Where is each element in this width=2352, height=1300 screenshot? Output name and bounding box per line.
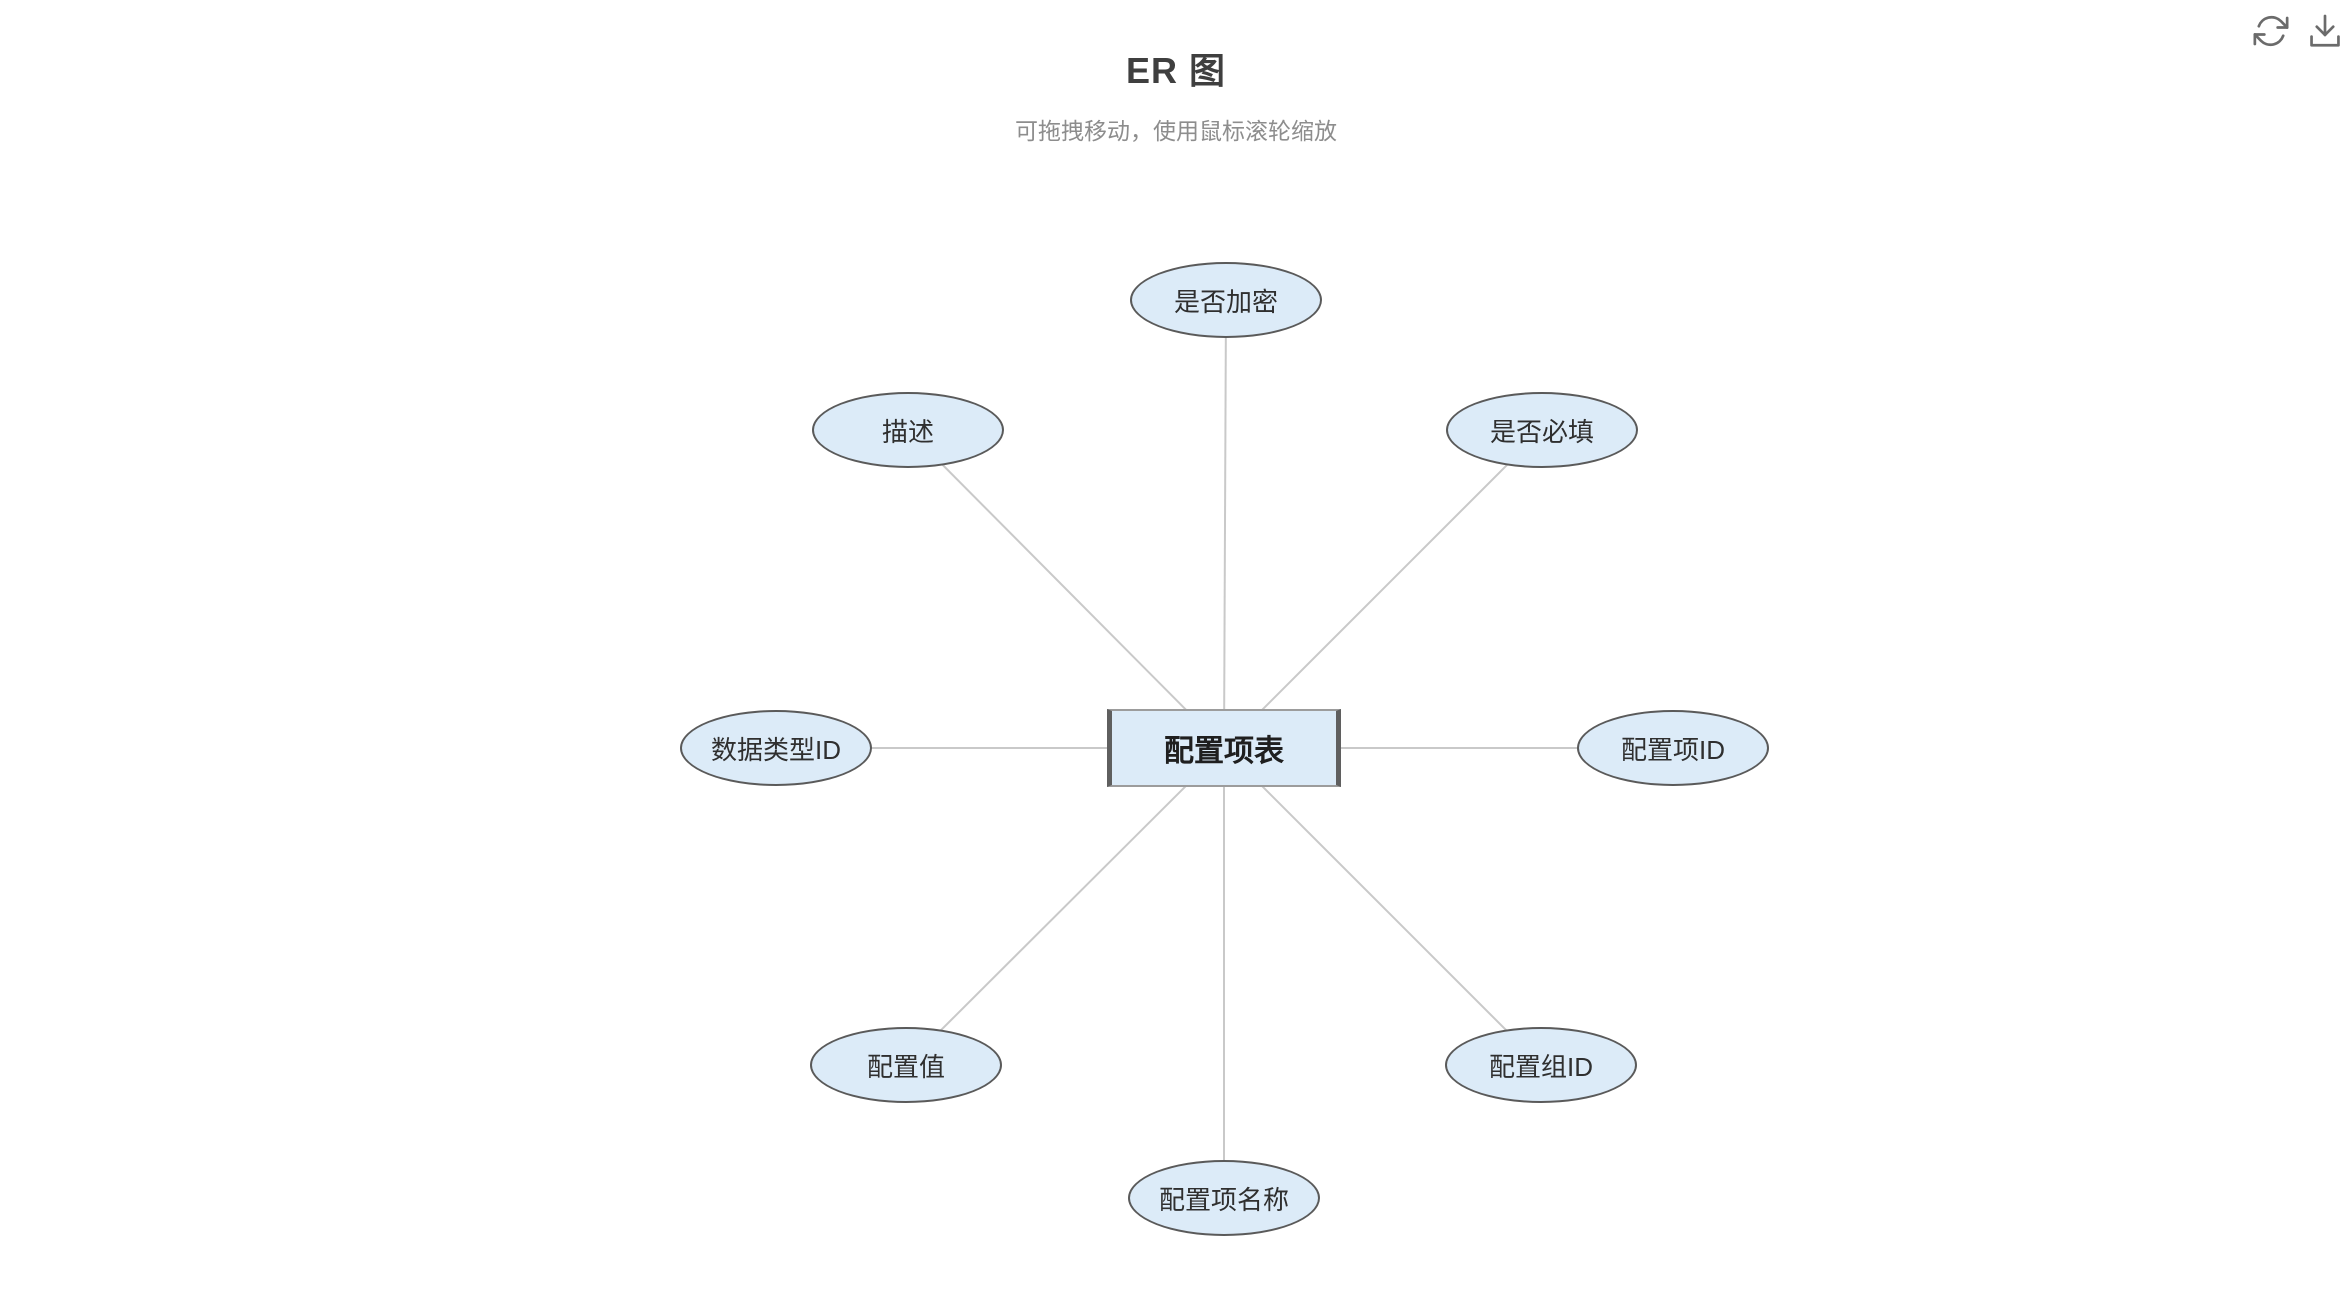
attribute-node[interactable]: 配置项ID [1577,710,1769,786]
attribute-node[interactable]: 配置值 [810,1027,1002,1103]
connector-line [1223,429,1543,749]
refresh-icon[interactable] [2252,12,2290,50]
attribute-node[interactable]: 配置组ID [1445,1027,1637,1103]
connector-line [907,429,1225,749]
attribute-label: 是否加密 [1173,286,1278,317]
attribute-label: 配置组ID [1488,1051,1593,1082]
attribute-node[interactable]: 数据类型ID [680,710,872,786]
attribute-label: 数据类型ID [710,734,841,765]
attribute-label: 配置项ID [1620,734,1725,765]
attribute-label: 配置值 [866,1051,945,1082]
attribute-node[interactable]: 配置项名称 [1128,1160,1320,1236]
attribute-node[interactable]: 是否加密 [1130,262,1322,338]
connector-line [1223,747,1542,1066]
attribute-label: 是否必填 [1489,416,1594,447]
connector-line [905,747,1225,1066]
attribute-node[interactable]: 描述 [812,392,1004,468]
entity-node[interactable]: 配置项表 [1107,709,1341,787]
toolbar [2252,12,2344,50]
download-icon[interactable] [2306,12,2344,50]
attribute-label: 描述 [881,416,934,447]
attribute-node[interactable]: 是否必填 [1446,392,1638,468]
attribute-label: 配置项名称 [1158,1184,1289,1215]
entity-label: 配置项表 [1164,735,1284,768]
connector-line [1223,299,1227,749]
